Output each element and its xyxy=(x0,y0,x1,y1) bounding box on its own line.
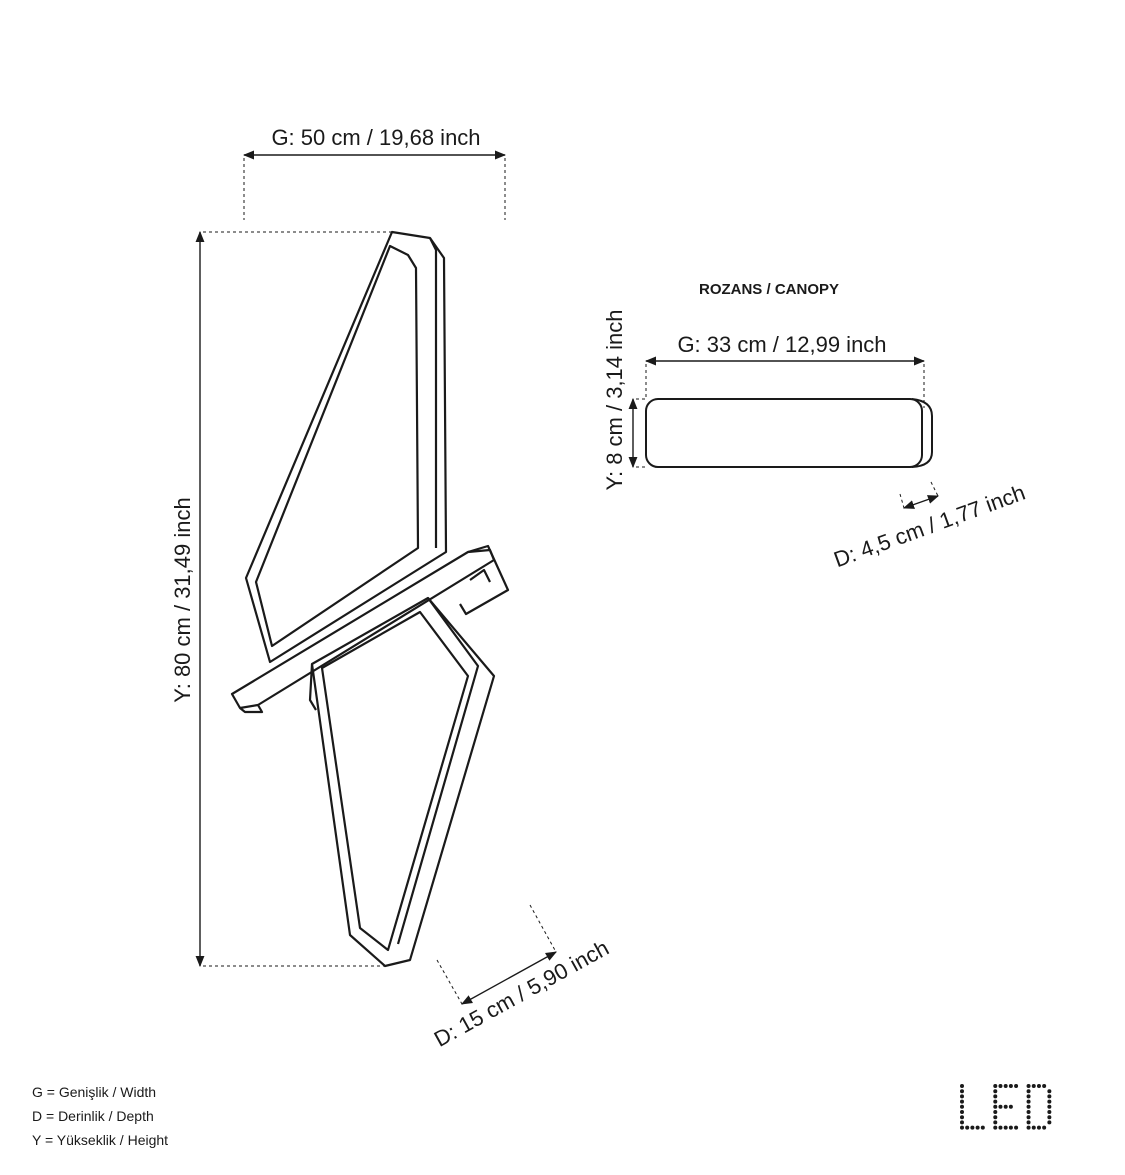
led-logo-dot xyxy=(1042,1125,1047,1130)
led-logo-dot xyxy=(1047,1110,1052,1114)
led-logo-dot xyxy=(960,1110,964,1114)
led-logo-dot xyxy=(1042,1084,1047,1088)
led-logo-dot xyxy=(960,1099,964,1104)
canopy-depth-dimension xyxy=(899,481,940,509)
led-logo-dot xyxy=(960,1094,964,1099)
canopy-title: ROZANS / CANOPY xyxy=(699,281,839,298)
led-logo-dot xyxy=(1031,1125,1036,1130)
led-logo-dot xyxy=(993,1110,998,1114)
canopy-height-dimension xyxy=(628,397,646,469)
led-logo-dot xyxy=(1026,1089,1031,1094)
canopy-depth-label: D: 4,5 cm / 1,77 inch xyxy=(830,480,1028,573)
crossbar-end xyxy=(459,544,510,616)
lower-panel-side xyxy=(396,597,480,945)
led-logo-dot xyxy=(960,1089,964,1094)
main-height-label: Y: 80 cm / 31,49 inch xyxy=(170,497,195,702)
led-logo-dot xyxy=(960,1084,964,1088)
led-logo-dot xyxy=(1047,1104,1052,1109)
main-width-dimension xyxy=(242,150,507,220)
led-logo-dot xyxy=(960,1125,964,1130)
led-logo-dot xyxy=(970,1125,975,1130)
led-logo-dot xyxy=(1003,1084,1008,1088)
canopy-height-label: Y: 8 cm / 3,14 inch xyxy=(602,310,627,491)
led-logo-dot xyxy=(1026,1110,1031,1114)
led-logo-dot xyxy=(1003,1104,1008,1109)
led-logo-dot xyxy=(993,1099,998,1104)
canopy-front xyxy=(645,398,923,468)
legend-item-width: G = Genişlik / Width xyxy=(32,1084,157,1100)
led-logo-dot xyxy=(1026,1094,1031,1099)
led-logo-dot xyxy=(1026,1125,1031,1130)
led-logo-dot xyxy=(975,1125,980,1130)
legend-item-depth: D = Derinlik / Depth xyxy=(32,1108,154,1124)
legend: G = Genişlik / Width D = Derinlik / Dept… xyxy=(32,1080,168,1152)
led-logo-dot xyxy=(1031,1084,1036,1088)
led-logo-dot xyxy=(1014,1084,1019,1088)
led-logo-dot xyxy=(965,1125,970,1130)
led-logo-dot xyxy=(1008,1104,1013,1109)
led-logo-dot xyxy=(1008,1084,1013,1088)
upper-panel-inner xyxy=(254,244,420,648)
crossbar-side xyxy=(239,704,264,714)
led-logo-dot xyxy=(993,1125,998,1130)
canopy-width-label: G: 33 cm / 12,99 inch xyxy=(677,332,886,357)
main-depth-label: D: 15 cm / 5,90 inch xyxy=(430,935,613,1052)
led-logo-dot xyxy=(993,1120,998,1125)
led-logo-dot xyxy=(1047,1099,1052,1104)
led-logo-dot xyxy=(993,1089,998,1094)
led-logo-dot xyxy=(993,1084,998,1088)
led-logo-dot xyxy=(998,1084,1003,1088)
canopy-side xyxy=(911,398,933,468)
led-logo-dot xyxy=(1008,1125,1013,1130)
upper-panel-side xyxy=(429,237,438,548)
led-logo-dot xyxy=(1036,1084,1041,1088)
led-logo-dot xyxy=(960,1104,964,1109)
led-logo-dot xyxy=(1026,1104,1031,1109)
led-logo-dot xyxy=(1047,1120,1052,1125)
led-logo-dot xyxy=(1026,1115,1031,1120)
lower-panel-inner xyxy=(320,610,470,952)
main-width-label: G: 50 cm / 19,68 inch xyxy=(271,125,480,150)
led-logo-dot xyxy=(1047,1115,1052,1120)
led-logo-dot xyxy=(1047,1089,1052,1094)
led-logo-dot xyxy=(960,1120,964,1125)
led-logo-dot xyxy=(1047,1094,1052,1099)
led-logo-dot xyxy=(1026,1099,1031,1104)
led-logo-dot xyxy=(1003,1125,1008,1130)
led-logo-dot xyxy=(993,1094,998,1099)
canopy-drawing xyxy=(645,398,933,468)
led-logo xyxy=(960,1084,1052,1130)
led-logo-dot xyxy=(1014,1125,1019,1130)
canopy-width-dimension xyxy=(644,356,926,408)
lamp-drawing xyxy=(230,230,510,968)
led-logo-dot xyxy=(1026,1120,1031,1125)
led-logo-dot xyxy=(993,1115,998,1120)
led-logo-dot xyxy=(993,1104,998,1109)
led-logo-dot xyxy=(998,1104,1003,1109)
led-logo-dot xyxy=(980,1125,985,1130)
legend-item-height: Y = Yükseklik / Height xyxy=(32,1132,169,1148)
led-logo-dot xyxy=(1036,1125,1041,1130)
main-height-dimension xyxy=(195,230,392,968)
led-logo-dot xyxy=(1026,1084,1031,1088)
main-depth-dimension xyxy=(436,904,557,1005)
led-logo-dot xyxy=(960,1115,964,1120)
led-logo-dot xyxy=(998,1125,1003,1130)
